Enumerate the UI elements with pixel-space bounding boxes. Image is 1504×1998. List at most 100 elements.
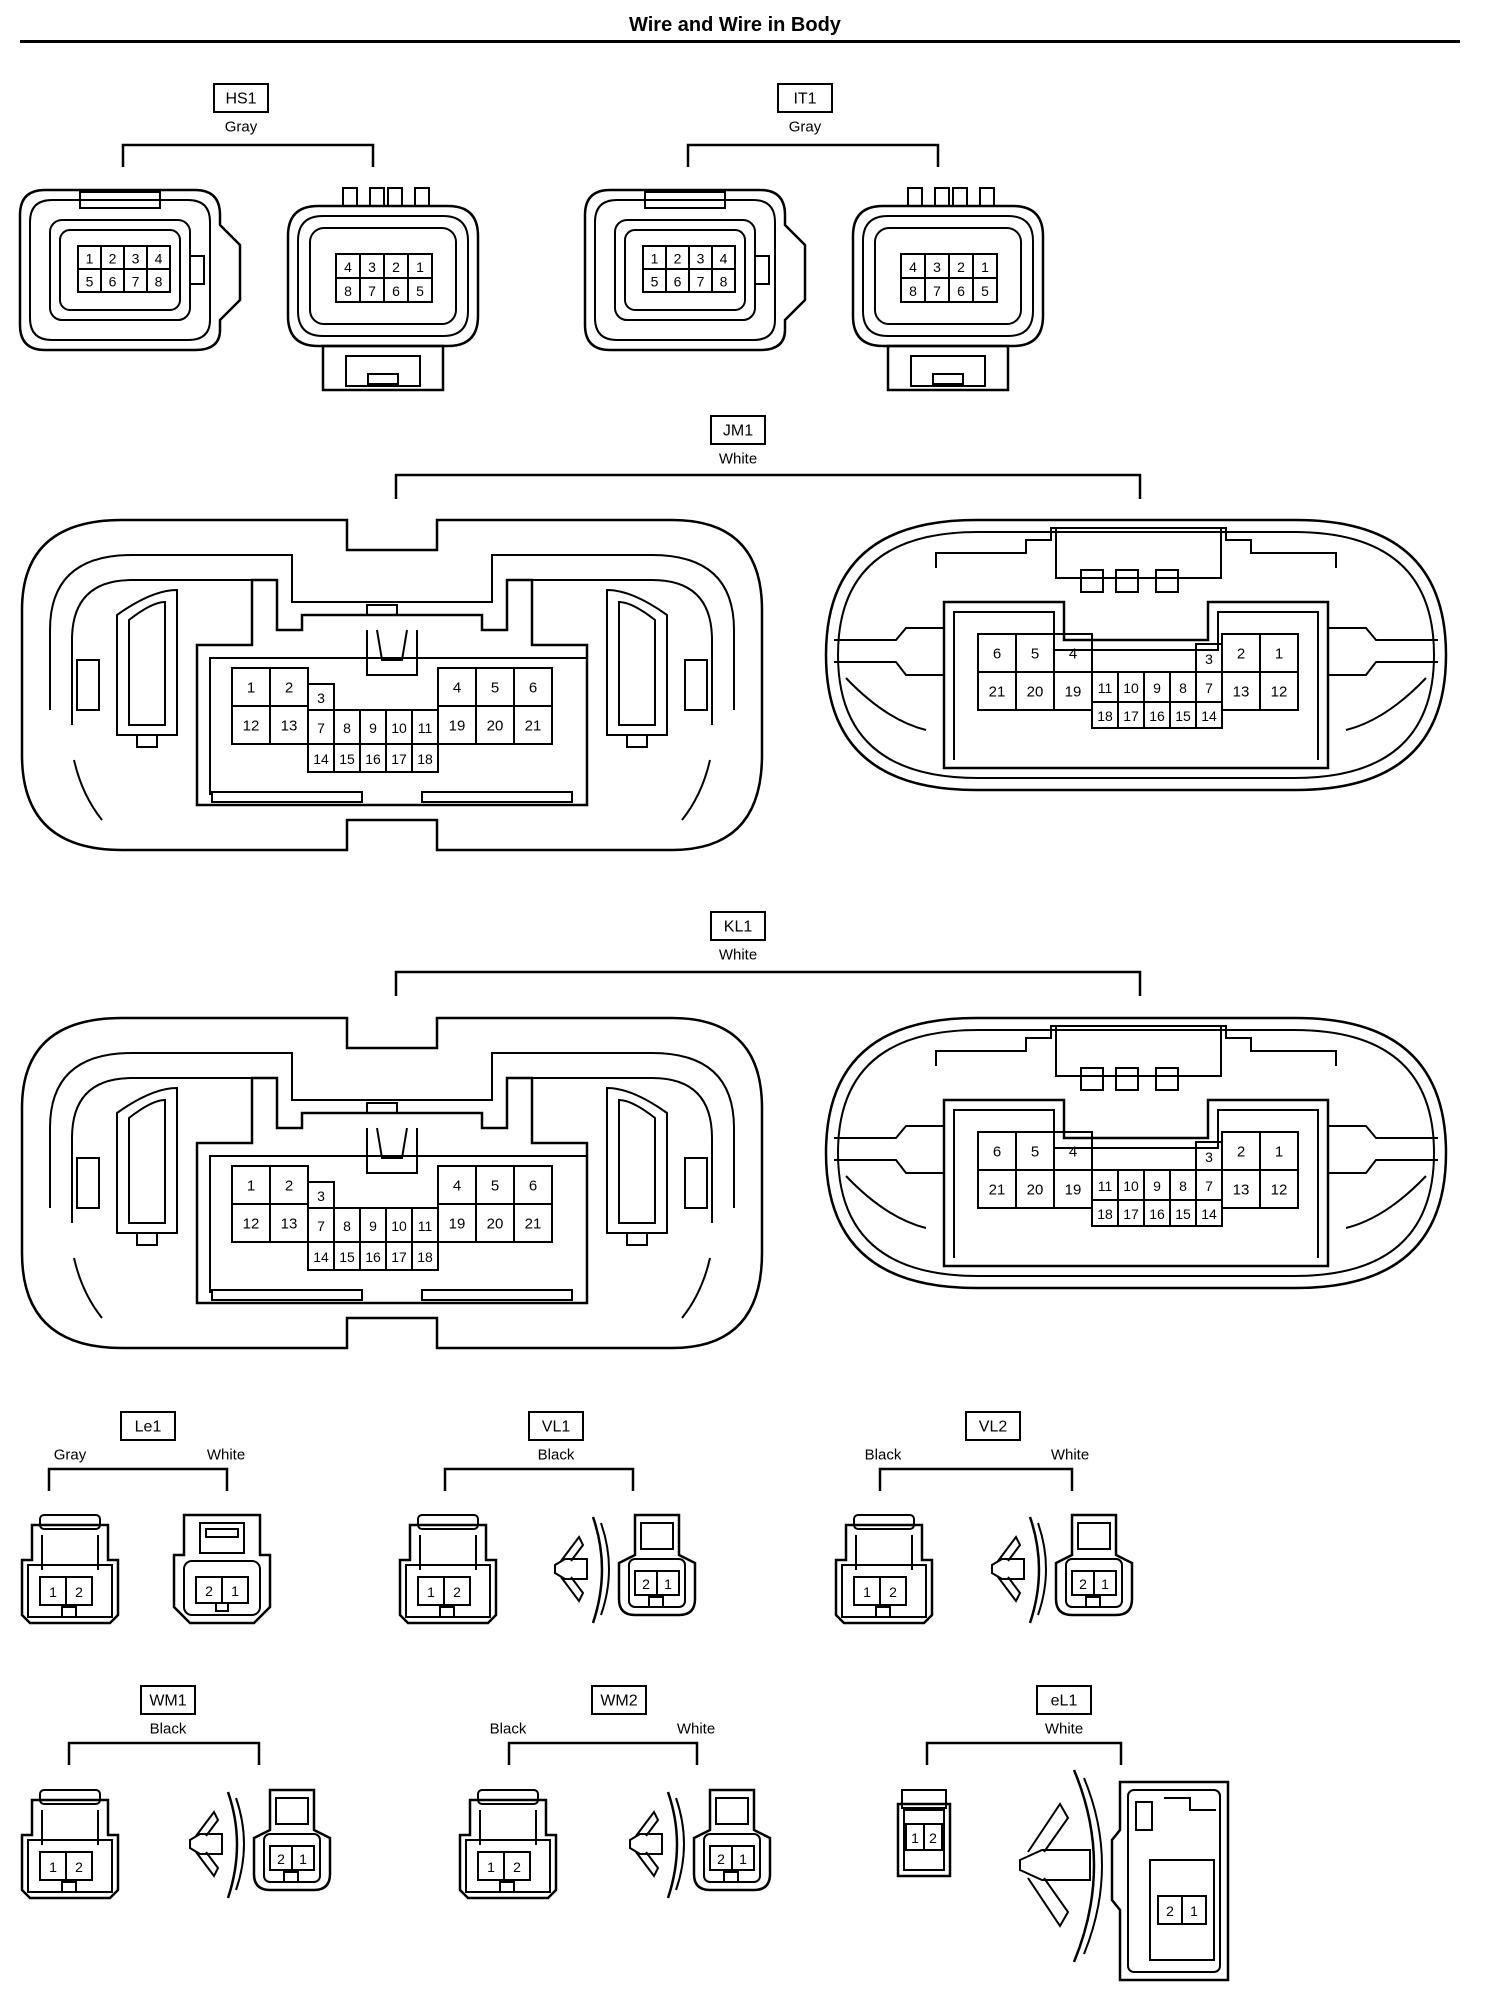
pin-label: 1 xyxy=(981,259,989,275)
pin-label: 2 xyxy=(75,1859,83,1875)
pin-label: 3 xyxy=(1205,1149,1213,1165)
pin-label: 10 xyxy=(1123,1178,1139,1194)
pin-label: 17 xyxy=(1123,708,1139,724)
pin-4: 4 xyxy=(146,245,171,270)
pin-20: 20 xyxy=(1015,671,1055,711)
pin-label: 16 xyxy=(365,751,381,767)
pin-label: 1 xyxy=(664,1576,672,1592)
pin-5: 5 xyxy=(475,1165,515,1205)
pin-17: 17 xyxy=(385,743,413,773)
pin-label: 12 xyxy=(1271,684,1288,701)
pin-5: 5 xyxy=(642,268,667,293)
wire-color-label: White xyxy=(207,1447,245,1464)
pin-label: 11 xyxy=(418,1218,433,1234)
pin-label: 4 xyxy=(720,251,728,267)
pin-13: 13 xyxy=(269,705,309,745)
pin-label: 2 xyxy=(513,1859,521,1875)
pin-2: 2 xyxy=(269,1165,309,1205)
pin-2: 2 xyxy=(443,1576,471,1606)
pin-6: 6 xyxy=(977,633,1017,673)
wire-color-label: White xyxy=(719,451,757,468)
pin-label: 9 xyxy=(369,720,377,736)
connector-code: KL1 xyxy=(724,919,753,936)
pin-2: 2 xyxy=(1157,1895,1183,1925)
pin-2: 2 xyxy=(948,253,974,279)
pin-label: 6 xyxy=(957,283,965,299)
pin-label: 10 xyxy=(391,1218,407,1234)
pin-1: 1 xyxy=(972,253,998,279)
pin-label: 5 xyxy=(1031,1144,1039,1161)
pin-label: 8 xyxy=(343,1218,351,1234)
pin-label: 2 xyxy=(957,259,965,275)
wire-color-label: Black xyxy=(150,1721,187,1738)
pin-label: 8 xyxy=(909,283,917,299)
pin-label: 19 xyxy=(449,718,466,735)
pin-9: 9 xyxy=(359,1207,387,1243)
pin-11: 11 xyxy=(411,1207,439,1243)
pin-label: 6 xyxy=(109,274,117,290)
pin-label: 14 xyxy=(313,751,329,767)
pin-1: 1 xyxy=(39,1576,67,1606)
connector-code: eL1 xyxy=(1051,1693,1078,1710)
pin-8: 8 xyxy=(333,1207,361,1243)
pin-2: 2 xyxy=(195,1576,223,1604)
pin-label: 2 xyxy=(453,1584,461,1600)
pin-label: 2 xyxy=(1166,1903,1174,1919)
pin-3: 3 xyxy=(688,245,713,270)
pin-5: 5 xyxy=(1015,1131,1055,1171)
pin-10: 10 xyxy=(1117,671,1145,703)
pin-2: 2 xyxy=(269,1845,293,1871)
pin-18: 18 xyxy=(1091,1199,1119,1227)
pin-label: 14 xyxy=(1201,1206,1217,1222)
pin-label: 1 xyxy=(1275,1144,1283,1161)
pin-2: 2 xyxy=(923,1823,943,1851)
pin-7: 7 xyxy=(307,709,335,745)
pin-16: 16 xyxy=(359,743,387,773)
pin-7: 7 xyxy=(1195,671,1223,703)
pin-17: 17 xyxy=(385,1241,413,1271)
pin-label: 19 xyxy=(449,1216,466,1233)
pin-2: 2 xyxy=(1221,1131,1261,1171)
pin-8: 8 xyxy=(1169,671,1197,703)
pin-label: 8 xyxy=(1179,680,1187,696)
pin-label: 1 xyxy=(299,1851,307,1867)
pin-label: 1 xyxy=(487,1859,495,1875)
pin-label: 8 xyxy=(155,274,163,290)
page-title: Wire and Wire in Body xyxy=(629,14,841,36)
pin-label: 3 xyxy=(1205,651,1213,667)
pin-17: 17 xyxy=(1117,1199,1145,1227)
pin-label: 19 xyxy=(1065,1182,1082,1199)
pin-1: 1 xyxy=(417,1576,445,1606)
pin-label: 10 xyxy=(391,720,407,736)
pin-label: 9 xyxy=(369,1218,377,1234)
pin-label: 2 xyxy=(205,1583,213,1599)
pin-label: 2 xyxy=(285,680,293,697)
pin-3: 3 xyxy=(924,253,950,279)
pin-label: 5 xyxy=(491,1178,499,1195)
pin-label: 6 xyxy=(529,680,537,697)
pin-label: 15 xyxy=(1175,1206,1191,1222)
pin-label: 20 xyxy=(487,1216,504,1233)
pin-label: 1 xyxy=(911,1830,919,1846)
pin-label: 18 xyxy=(417,1249,433,1265)
pin-label: 2 xyxy=(1237,1144,1245,1161)
pin-9: 9 xyxy=(1143,671,1171,703)
pin-label: 1 xyxy=(739,1851,747,1867)
pin-18: 18 xyxy=(411,743,439,773)
pin-6: 6 xyxy=(948,277,974,303)
pin-label: 7 xyxy=(317,720,325,736)
